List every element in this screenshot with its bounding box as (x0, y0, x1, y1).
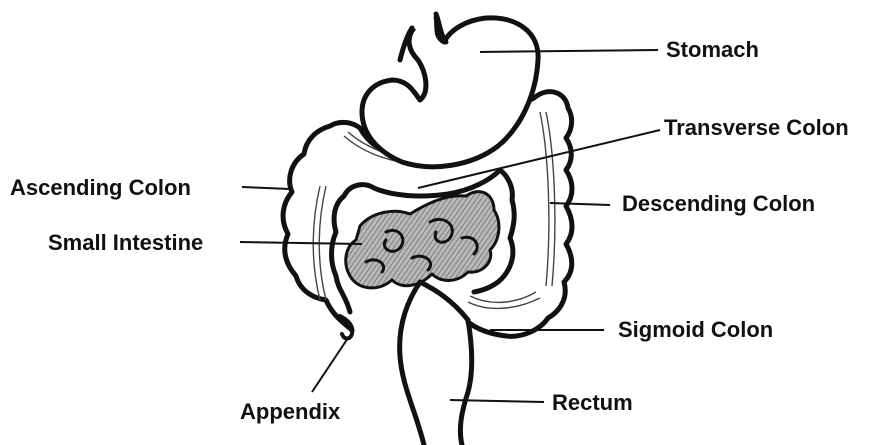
label-appendix: Appendix (240, 400, 340, 424)
label-small-intestine: Small Intestine (48, 231, 203, 255)
leader-ascending-colon (242, 187, 290, 189)
label-ascending-colon: Ascending Colon (10, 176, 191, 200)
label-stomach: Stomach (666, 38, 759, 62)
leader-small-intestine (240, 242, 362, 244)
label-descending-colon: Descending Colon (622, 192, 815, 216)
label-rectum: Rectum (552, 391, 633, 415)
leader-descending-colon (550, 203, 610, 205)
label-transverse-colon: Transverse Colon (664, 116, 849, 140)
leader-appendix (312, 338, 348, 392)
stomach (362, 16, 538, 167)
label-sigmoid-colon: Sigmoid Colon (618, 318, 773, 342)
rectum (400, 282, 472, 445)
